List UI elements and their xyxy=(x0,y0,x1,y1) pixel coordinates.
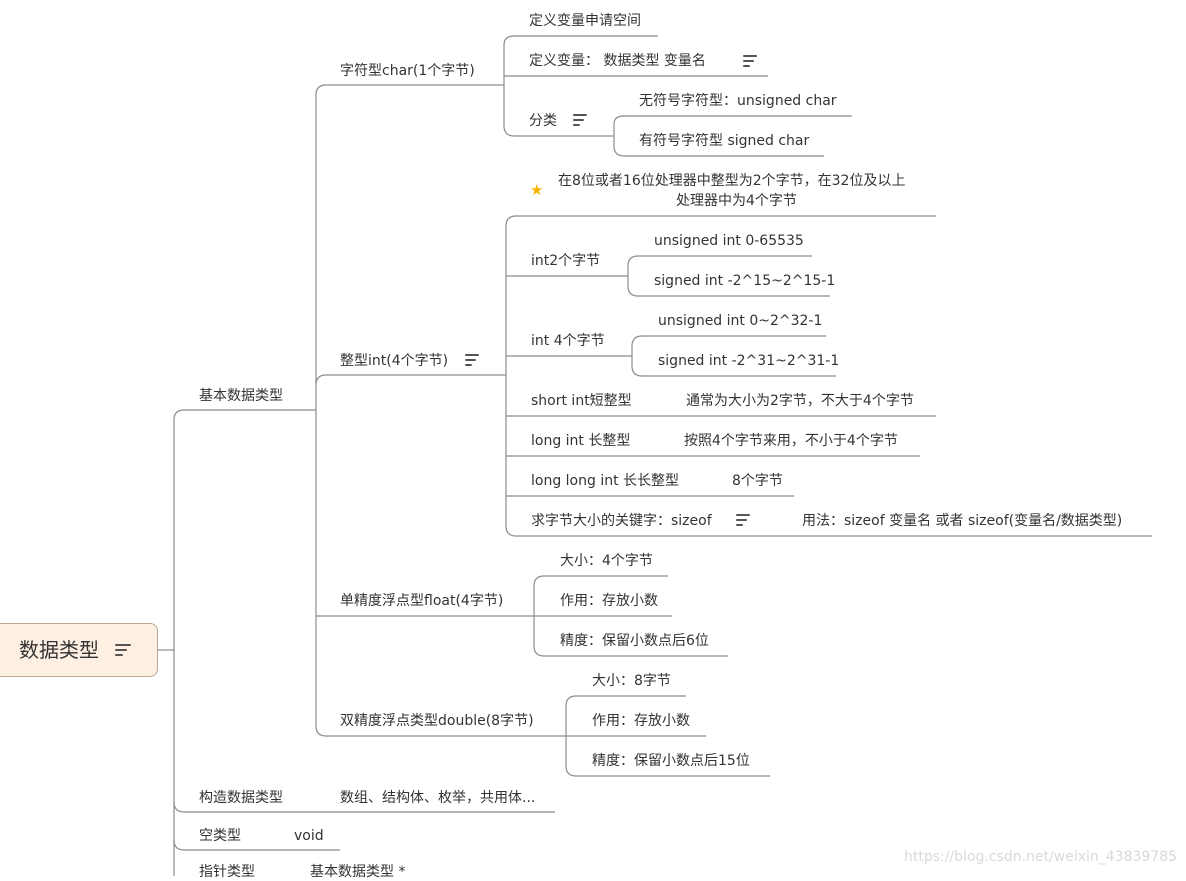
node-int2-signed[interactable]: signed int -2^15~2^15-1 xyxy=(654,273,836,289)
note-icon[interactable] xyxy=(465,354,481,366)
node-double-precision[interactable]: 精度：保留小数点后15位 xyxy=(592,753,750,769)
node-int4-signed[interactable]: signed int -2^31~2^31-1 xyxy=(658,353,840,369)
root-node[interactable] xyxy=(0,623,158,677)
node-pointer-desc[interactable]: 基本数据类型 * xyxy=(310,864,406,880)
node-long-long-int-desc[interactable]: 8个字节 xyxy=(732,473,783,489)
node-int4-unsigned[interactable]: unsigned int 0~2^32-1 xyxy=(658,313,823,329)
node-char[interactable]: 字符型char(1个字节) xyxy=(340,63,475,79)
node-basic-types[interactable]: 基本数据类型 xyxy=(199,388,283,404)
node-double-size[interactable]: 大小：8字节 xyxy=(592,673,671,689)
node-sizeof-desc[interactable]: 用法：sizeof 变量名 或者 sizeof(变量名/数据类型) xyxy=(802,513,1123,529)
node-char-define-var[interactable]: 定义变量： 数据类型 变量名 xyxy=(529,53,706,69)
note-icon[interactable] xyxy=(743,55,759,67)
node-double[interactable]: 双精度浮点类型double(8字节) xyxy=(340,713,534,729)
note-icon[interactable] xyxy=(573,114,589,126)
node-short-int-desc[interactable]: 通常为大小为2字节，不大于4个字节 xyxy=(686,393,914,409)
node-int[interactable]: 整型int(4个字节) xyxy=(340,353,449,369)
node-int4[interactable]: int 4个字节 xyxy=(531,333,605,349)
node-long-long-int[interactable]: long long int 长长整型 xyxy=(531,473,680,489)
node-int-note-line2[interactable]: 处理器中为4个字节 xyxy=(676,193,797,209)
node-int2[interactable]: int2个字节 xyxy=(531,253,601,269)
node-constructed-types[interactable]: 构造数据类型 xyxy=(199,790,283,806)
node-int-note-line1[interactable]: 在8位或者16位处理器中整型为2个字节，在32位及以上 xyxy=(558,173,906,189)
note-icon[interactable] xyxy=(115,644,131,656)
node-float-size[interactable]: 大小：4个字节 xyxy=(560,553,653,569)
node-int2-unsigned[interactable]: unsigned int 0-65535 xyxy=(654,233,804,249)
node-sizeof[interactable]: 求字节大小的关键字：sizeof xyxy=(531,513,712,529)
node-float-precision[interactable]: 精度：保留小数点后6位 xyxy=(560,633,709,649)
node-char-unsigned[interactable]: 无符号字符型：unsigned char xyxy=(639,93,837,109)
node-char-define-space[interactable]: 定义变量申请空间 xyxy=(529,13,641,29)
node-void-type[interactable]: 空类型 xyxy=(199,828,241,844)
star-icon: ★ xyxy=(530,181,544,199)
node-char-signed[interactable]: 有符号字符型 signed char xyxy=(639,133,810,149)
node-pointer-type[interactable]: 指针类型 xyxy=(199,864,255,880)
node-float-use[interactable]: 作用：存放小数 xyxy=(560,593,658,609)
node-constructed-desc[interactable]: 数组、结构体、枚举，共用体... xyxy=(340,790,536,806)
root-label: 数据类型 xyxy=(19,638,99,662)
node-double-use[interactable]: 作用：存放小数 xyxy=(592,713,690,729)
node-float[interactable]: 单精度浮点型float(4字节) xyxy=(340,593,504,609)
node-void-desc[interactable]: void xyxy=(294,828,324,844)
node-short-int[interactable]: short int短整型 xyxy=(531,393,632,409)
node-long-int[interactable]: long int 长整型 xyxy=(531,433,631,449)
note-icon[interactable] xyxy=(736,514,752,526)
node-char-classify[interactable]: 分类 xyxy=(529,113,557,129)
watermark: https://blog.csdn.net/weixin_43839785 xyxy=(904,849,1178,865)
node-long-int-desc[interactable]: 按照4个字节来用，不小于4个字节 xyxy=(684,433,898,449)
